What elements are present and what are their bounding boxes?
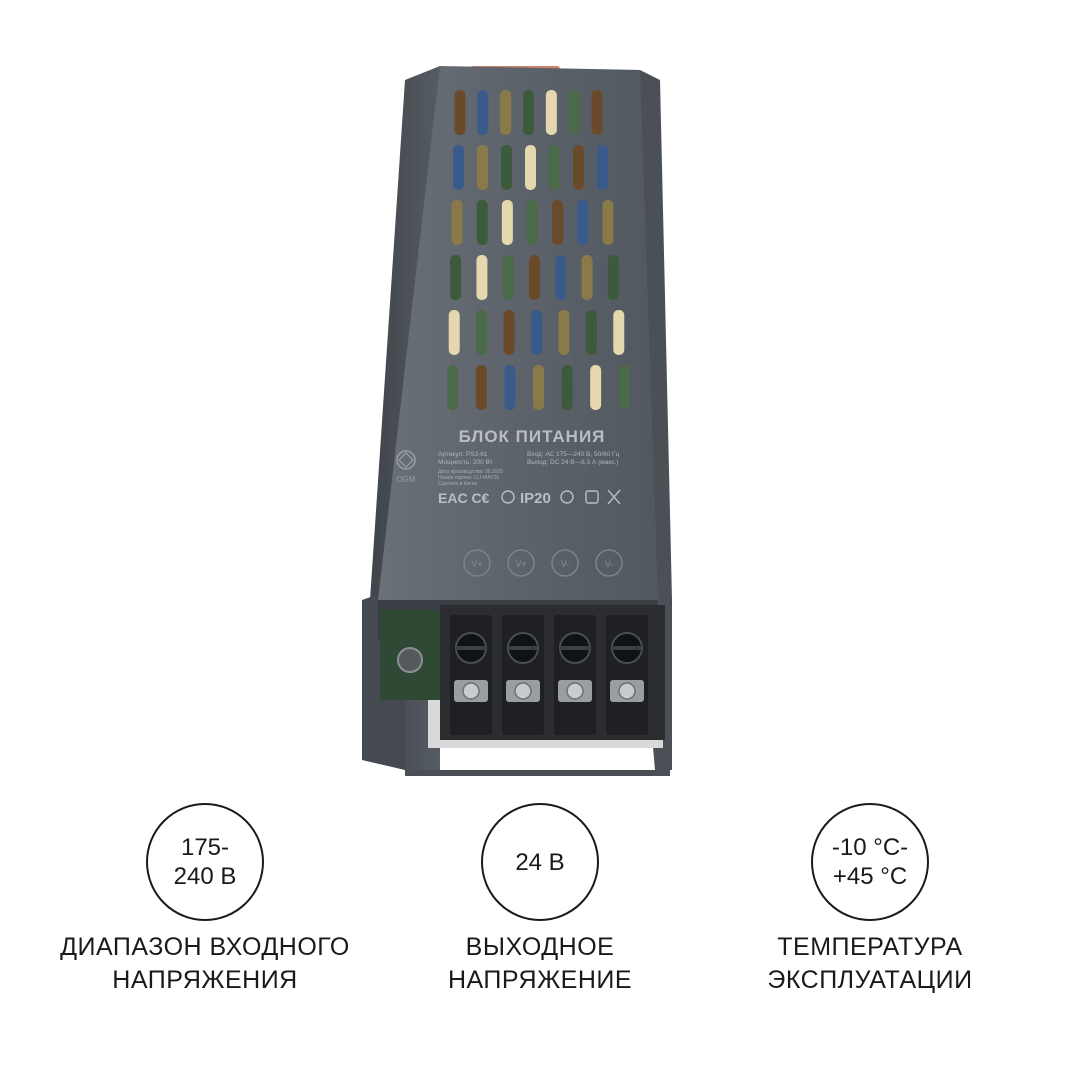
vent-slot (607, 255, 619, 300)
top-cover (378, 66, 658, 600)
label-line-small: Сделано в Китае (438, 481, 478, 487)
vent-slot (501, 145, 512, 190)
vent-slot (500, 90, 512, 135)
label-line: Вход: АС 175—240 В, 50/60 Гц (527, 451, 620, 458)
vent-slot (476, 200, 488, 245)
device-title: БЛОК ПИТАНИЯ (459, 427, 606, 446)
vent-slot (502, 255, 514, 300)
vent-slot (591, 90, 603, 135)
vent-slot (501, 200, 513, 245)
vent-slot (558, 310, 570, 355)
ventilation-slots (447, 90, 630, 410)
vent-slot (476, 310, 488, 355)
vent-slot (454, 90, 466, 135)
terminal-mark-label: V- (561, 559, 570, 569)
terminal-mark-ring (551, 549, 579, 577)
spec-output-voltage: 24 В ВЫХОДНОЕ НАПРЯЖЕНИЕ (370, 803, 710, 997)
terminal-screw (450, 615, 492, 735)
terminal-mark-label: V+ (515, 559, 526, 569)
vent-slot (476, 255, 488, 300)
label-line: Мощность: 200 Вт (438, 459, 493, 466)
vent-slot (477, 145, 488, 190)
vent-slot (597, 145, 608, 190)
terminal-mark-ring (595, 549, 623, 577)
vent-slot (602, 200, 614, 245)
vent-slot (573, 145, 584, 190)
spec-operating-temperature: -10 °С-+45 °С ТЕМПЕРАТУРА ЭКСПЛУАТАЦИИ (700, 803, 1040, 997)
spec-label: ТЕМПЕРАТУРА ЭКСПЛУАТАЦИИ (767, 933, 973, 994)
vent-slot (549, 145, 560, 190)
spec-value: 175-240 В (173, 834, 237, 890)
spec-value-circle: 175-240 В (146, 803, 264, 921)
vent-slot (529, 255, 540, 300)
vent-slot (527, 200, 538, 245)
terminal-screw (606, 615, 648, 735)
vent-slot (590, 365, 602, 410)
vent-slot (618, 365, 630, 410)
vent-slot (561, 365, 573, 410)
terminal-mark-ring (507, 549, 535, 577)
certification-icons (501, 489, 621, 505)
brand-name: OGM (396, 475, 415, 484)
vent-slot (453, 145, 464, 190)
certification-marks: ЕAC C€ (438, 490, 490, 506)
vent-slot (475, 365, 487, 410)
vent-slot (450, 255, 462, 300)
terminal-mark-label: V- (605, 559, 614, 569)
vent-slot (523, 90, 534, 135)
vent-slot (545, 90, 557, 135)
spec-label: ВЫХОДНОЕ НАПРЯЖЕНИЕ (447, 933, 633, 994)
vent-slot (533, 365, 544, 410)
terminal-marks: V+ V+ V- V- (463, 549, 623, 577)
ip-rating: IP20 (520, 490, 551, 507)
spec-value: -10 °С-+45 °С (831, 834, 909, 890)
spec-value: 24 В (515, 848, 565, 876)
vent-slot (447, 365, 459, 410)
vent-slot (525, 145, 536, 190)
vent-slot (552, 200, 564, 245)
terminal-mark-label: V+ (471, 559, 482, 569)
label-line-small: Дата производства: 05.2025 (438, 469, 503, 475)
vent-slot (477, 90, 489, 135)
terminal-screw (502, 615, 544, 735)
power-supply-image: OGM БЛОК ПИТАНИЯ Артикул: PS3-61 Мощност… (362, 66, 672, 776)
spec-value-circle: -10 °С-+45 °С (811, 803, 929, 921)
label-line: Артикул: PS3-61 (438, 451, 488, 458)
terminal-screw (554, 615, 596, 735)
vent-slot (581, 255, 593, 300)
spec-label: ДИАПАЗОН ВХОДНОГО НАПРЯЖЕНИЯ (60, 933, 350, 994)
spec-input-voltage: 175-240 В ДИАПАЗОН ВХОДНОГО НАПРЯЖЕНИЯ (35, 803, 375, 997)
brand-logo-icon (396, 450, 416, 470)
vent-slot (531, 310, 542, 355)
vent-slot (568, 90, 580, 135)
terminal-mark-ring (463, 549, 491, 577)
vent-slot (504, 365, 516, 410)
label-line-small: Номер партии: CLI-MAY25 (438, 475, 499, 481)
vent-slot (585, 310, 597, 355)
vent-slot (503, 310, 515, 355)
vent-slot (555, 255, 567, 300)
vent-slot (451, 200, 463, 245)
vent-slot (577, 200, 589, 245)
spec-value-circle: 24 В (481, 803, 599, 921)
label-line: Выход: DC 24 В—8,3 А (макс.) (527, 459, 619, 466)
vent-slot (448, 310, 460, 355)
vent-slot (613, 310, 625, 355)
